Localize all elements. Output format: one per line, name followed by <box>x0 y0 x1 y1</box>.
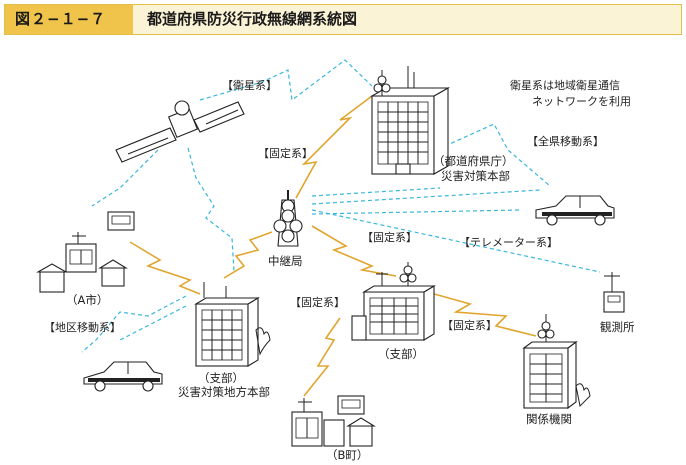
label-fixed-system-3: 【固定系】 <box>290 295 345 309</box>
figure-header: 図２−１−７ 都道府県防災行政無線網系統図 <box>4 4 682 35</box>
label-fixed-system-2: 【固定系】 <box>362 230 417 244</box>
link-relay-to-car-top <box>311 209 521 215</box>
hq-windows <box>377 101 429 165</box>
node-label-observatory: 観測所 <box>600 320 635 334</box>
link-city-a-to-branch-hq-fixed <box>129 241 201 295</box>
link-relay-to-hq <box>311 187 441 197</box>
link-relay-to-branch-fixed <box>311 225 397 277</box>
label-fixed-system-4: 【固定系】 <box>442 318 497 332</box>
link-satellite-to-city-a <box>91 149 159 207</box>
relay-station-icon <box>273 190 303 247</box>
label-satellite-note-line1: 衛星系は地域衛星通信 <box>510 79 620 92</box>
link-relay-to-observatory <box>311 209 601 273</box>
label-fixed-system-1: 【固定系】 <box>258 146 313 160</box>
label-telemeter-system: 【テレメーター系】 <box>459 236 558 249</box>
link-satellite-to-relay <box>187 147 235 273</box>
link-satellite-to-hq <box>199 59 373 102</box>
node-label-hq-line1: （都道府県庁） <box>433 154 514 168</box>
label-satellite-note-line2: ネットワークを利用 <box>532 95 631 108</box>
node-label-related-org: 関係機関 <box>526 412 572 426</box>
town-b-buildings <box>291 395 376 447</box>
node-label-branch-office: （支部） <box>378 347 424 361</box>
label-regional-mobile: 【地区移動系】 <box>44 320 121 334</box>
related-antenna-icon <box>537 314 555 342</box>
link-branch-hq-to-city-a <box>119 305 187 341</box>
node-label-town-b: （B町） <box>326 448 368 462</box>
node-label-relay: 中継局 <box>268 254 303 268</box>
mobile-vehicle-right-icon <box>535 195 615 226</box>
wireless-links <box>81 59 601 353</box>
label-satellite-system: 【衛星系】 <box>222 79 277 92</box>
link-branch-hq-to-car <box>81 295 187 353</box>
prefectural-hq-building <box>369 66 451 175</box>
fixed-links <box>129 95 537 397</box>
figure-number: 図２−１−７ <box>5 5 133 34</box>
observatory-building <box>603 272 625 313</box>
city-a-buildings <box>35 211 135 293</box>
node-label-city-a: （A市） <box>66 293 108 307</box>
figure-title: 都道府県防災行政無線網系統図 <box>147 10 358 28</box>
branch-antenna-icon <box>399 262 417 286</box>
link-branch-hq-to-town-b-fixed <box>303 317 341 397</box>
hq-antenna-icon <box>373 70 391 96</box>
link-branch-to-related-fixed <box>419 289 537 337</box>
related-organization-building <box>522 314 591 410</box>
satellite-icon <box>115 100 245 163</box>
branch-office-building <box>351 262 436 341</box>
node-label-hq-line2: 災害対策本部 <box>441 169 510 183</box>
node-label-branch-hq-line2: 災害対策地方本部 <box>178 385 270 399</box>
link-relay-to-hq-fixed <box>295 95 373 199</box>
label-prefectural-mobile: 【全県移動系】 <box>527 134 604 148</box>
branch-hq-building <box>194 282 271 367</box>
node-label-branch-hq-line1: （支部） <box>198 371 244 385</box>
diagram-labels: 【衛星系】 衛星系は地域衛星通信 ネットワークを利用 【固定系】 【全県移動系】… <box>44 79 635 462</box>
link-relay-to-branch-hq-fixed <box>223 231 273 279</box>
mobile-vehicle-left-icon <box>83 361 163 392</box>
link-relay-to-mobile <box>311 189 541 205</box>
